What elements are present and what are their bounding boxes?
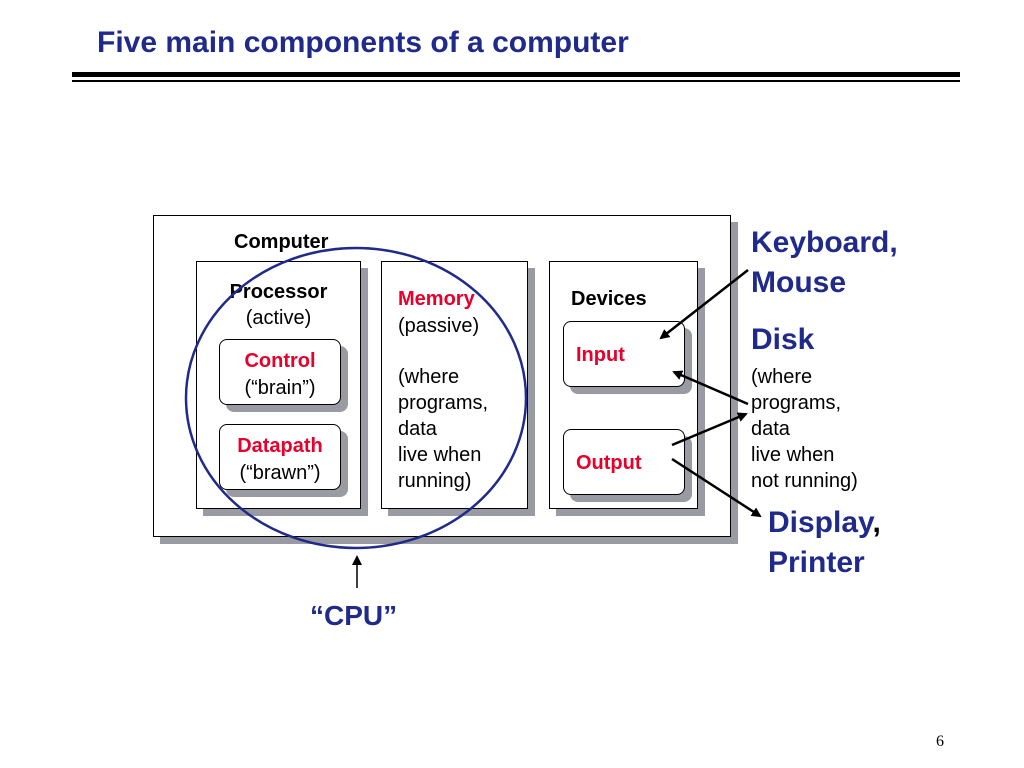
memory-note: (where programs, data live when running) xyxy=(398,366,489,492)
devices-label: Devices xyxy=(571,288,647,310)
datapath-sub: (“brawn”) xyxy=(239,462,321,484)
control-box xyxy=(219,339,341,405)
memory-label: Memory xyxy=(398,288,475,310)
keyboard-mouse-label: Keyboard, Mouse xyxy=(751,226,898,299)
input-label: Input xyxy=(576,344,625,366)
display-comma: , xyxy=(872,506,881,539)
display-label-group: Display, xyxy=(768,508,881,538)
output-to-display-arrow xyxy=(671,457,762,518)
slide-title: Five main components of a computer xyxy=(97,26,629,59)
control-label: Control xyxy=(244,350,316,372)
input-to-disk-arrow xyxy=(672,370,749,406)
disk-label: Disk xyxy=(751,323,815,356)
disk-note: (where programs, data live when not runn… xyxy=(751,366,858,492)
printer-label: Printer xyxy=(768,546,865,579)
title-rule-thick xyxy=(72,72,960,77)
keyboard-to-input-arrow xyxy=(659,269,749,340)
processor-sub: (active) xyxy=(245,307,312,329)
output-box xyxy=(563,429,685,495)
memory-box xyxy=(381,261,528,509)
processor-label: Processor xyxy=(229,281,328,303)
display-label: Display xyxy=(768,506,873,539)
title-rule-thin xyxy=(72,80,960,82)
memory-sub: (passive) xyxy=(398,315,480,337)
page-number: 6 xyxy=(936,733,944,750)
cpu-circle xyxy=(184,246,528,550)
cpu-label: “CPU” xyxy=(310,600,398,631)
computer-label: Computer xyxy=(234,231,329,253)
datapath-label: Datapath xyxy=(237,435,323,457)
control-sub: (“brain”) xyxy=(244,377,316,399)
output-to-disk-arrow xyxy=(671,412,748,447)
datapath-box xyxy=(219,424,341,490)
output-label: Output xyxy=(576,452,642,474)
